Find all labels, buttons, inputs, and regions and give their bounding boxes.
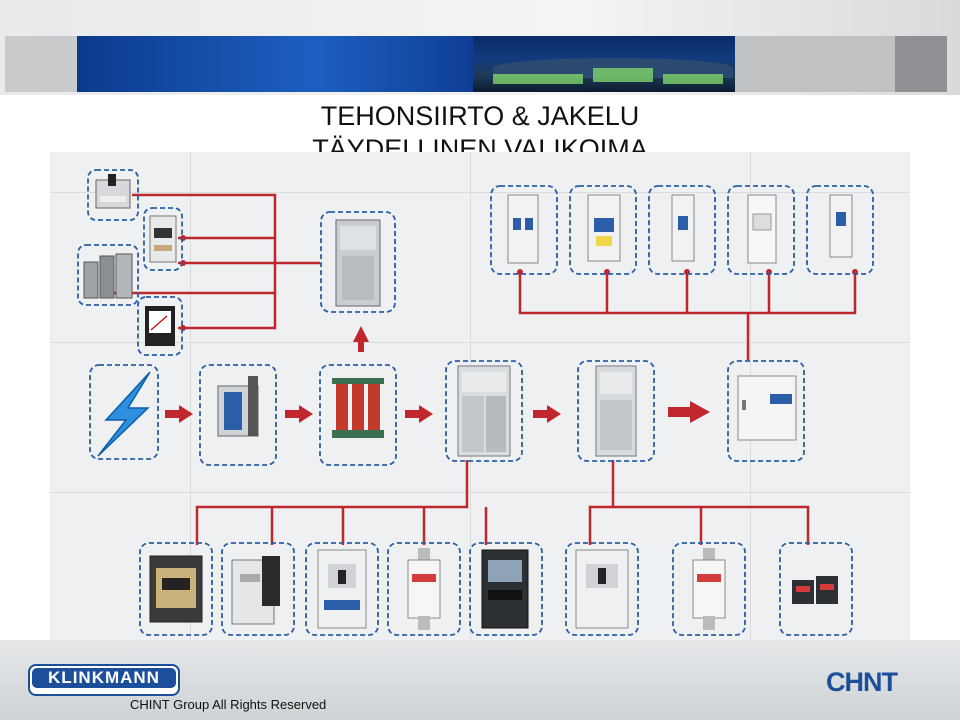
connector-bottom-left [195, 460, 469, 545]
changeover-switch-icon [95, 174, 131, 209]
klinkmann-logo: KLINKMANN [28, 664, 180, 696]
fuse-switch-icon [231, 556, 280, 625]
rcbo-icon [587, 194, 621, 262]
chint-logo: CHNT [826, 667, 898, 697]
header-photo-factory [473, 36, 735, 92]
time-switch-icon [747, 194, 777, 264]
flow-arrow-4 [533, 405, 561, 423]
capacitor-icon [83, 253, 133, 299]
connector-bottom-right [588, 460, 810, 545]
connector-bottom-left-drops [270, 507, 488, 545]
mccb-icon [575, 549, 629, 629]
flow-arrows [165, 326, 710, 423]
energy-meter-icon [481, 549, 529, 629]
mcb-icon [829, 194, 853, 258]
fuse-icon [407, 548, 441, 630]
flow-arrow-5 [668, 401, 710, 423]
product-frames [77, 169, 874, 636]
header-band-blue [77, 36, 473, 92]
connector-meter [178, 293, 277, 330]
mccb-icon [317, 549, 367, 629]
mcb-icon [671, 194, 695, 262]
transformer-icon [332, 378, 384, 438]
header-band-dark [895, 36, 947, 92]
relay-icon [792, 576, 838, 604]
switchgear-icon [595, 365, 637, 457]
flow-arrow-up [353, 326, 369, 352]
distribution-board-icon [737, 375, 797, 441]
acb-icon [149, 555, 203, 623]
header-band-light [735, 36, 895, 92]
vacuum-breaker-icon [217, 376, 259, 437]
cabinet-icon [335, 219, 381, 307]
copyright-text: CHINT Group All Rights Reserved [130, 697, 327, 712]
mcb-icon [507, 194, 539, 264]
page-title-line1: TEHONSIIRTO & JAKELU [320, 101, 640, 131]
connector-lines [108, 193, 857, 545]
flow-arrow-1 [165, 405, 193, 423]
lightning-icon [97, 371, 151, 457]
switchgear-icon [457, 365, 511, 457]
contactor-icon [149, 215, 177, 263]
connector-top-left [108, 193, 277, 295]
header-band-gray [5, 36, 77, 92]
flow-arrow-3 [405, 405, 433, 423]
flow-arrow-2 [285, 405, 313, 423]
fuse-icon [692, 548, 726, 630]
analog-meter-icon [145, 306, 175, 346]
